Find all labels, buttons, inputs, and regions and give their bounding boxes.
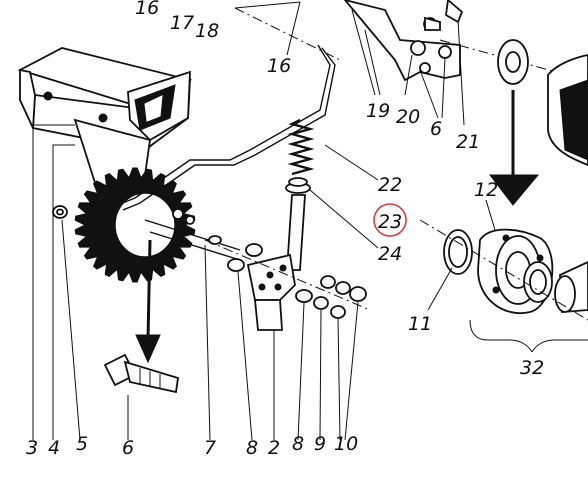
sprocket-hub bbox=[114, 192, 176, 258]
label-2: 2 bbox=[268, 437, 280, 459]
flange-top bbox=[497, 39, 588, 166]
arrow-down-right bbox=[488, 90, 540, 206]
control-cable bbox=[117, 1, 341, 211]
label-16-top: 16 bbox=[267, 55, 291, 77]
fasteners-row bbox=[204, 239, 371, 319]
spring-coil bbox=[287, 118, 315, 176]
label-6-bottom: 6 bbox=[122, 437, 134, 459]
label-16-top-left: 16 bbox=[135, 0, 159, 19]
label-5: 5 bbox=[76, 433, 88, 455]
label-20: 20 bbox=[396, 106, 420, 128]
label-8-right: 8 bbox=[292, 433, 304, 455]
label-24: 24 bbox=[378, 243, 402, 265]
spring-rod bbox=[285, 177, 311, 271]
hub-assembly bbox=[419, 219, 588, 353]
sprocket-left bbox=[74, 167, 196, 283]
label-7: 7 bbox=[204, 437, 216, 459]
callout-labels: 16 17 18 16 19 20 6 21 22 23 24 12 11 32… bbox=[26, 0, 544, 459]
return-spring bbox=[287, 118, 315, 176]
label-23: 23 bbox=[378, 211, 402, 233]
label-19: 19 bbox=[366, 100, 390, 122]
washer-5 bbox=[52, 205, 68, 219]
label-11: 11 bbox=[408, 313, 432, 335]
label-22: 22 bbox=[378, 174, 402, 196]
lever-plate bbox=[246, 253, 296, 331]
pedal-shaft bbox=[144, 208, 241, 261]
label-32: 32 bbox=[520, 357, 544, 379]
leader-lines bbox=[32, 1, 496, 441]
bolt-6 bbox=[103, 239, 180, 394]
label-10: 10 bbox=[334, 433, 358, 455]
label-6-top: 6 bbox=[430, 118, 442, 140]
label-9: 9 bbox=[314, 433, 326, 455]
label-18: 18 bbox=[195, 20, 219, 42]
label-17: 17 bbox=[170, 12, 194, 34]
label-3: 3 bbox=[26, 437, 38, 459]
highlight-circle bbox=[373, 203, 407, 237]
label-21: 21 bbox=[456, 131, 480, 153]
label-8-left: 8 bbox=[246, 437, 258, 459]
label-12: 12 bbox=[474, 179, 498, 201]
upper-right-bracket bbox=[343, 0, 586, 82]
label-4: 4 bbox=[48, 437, 60, 459]
